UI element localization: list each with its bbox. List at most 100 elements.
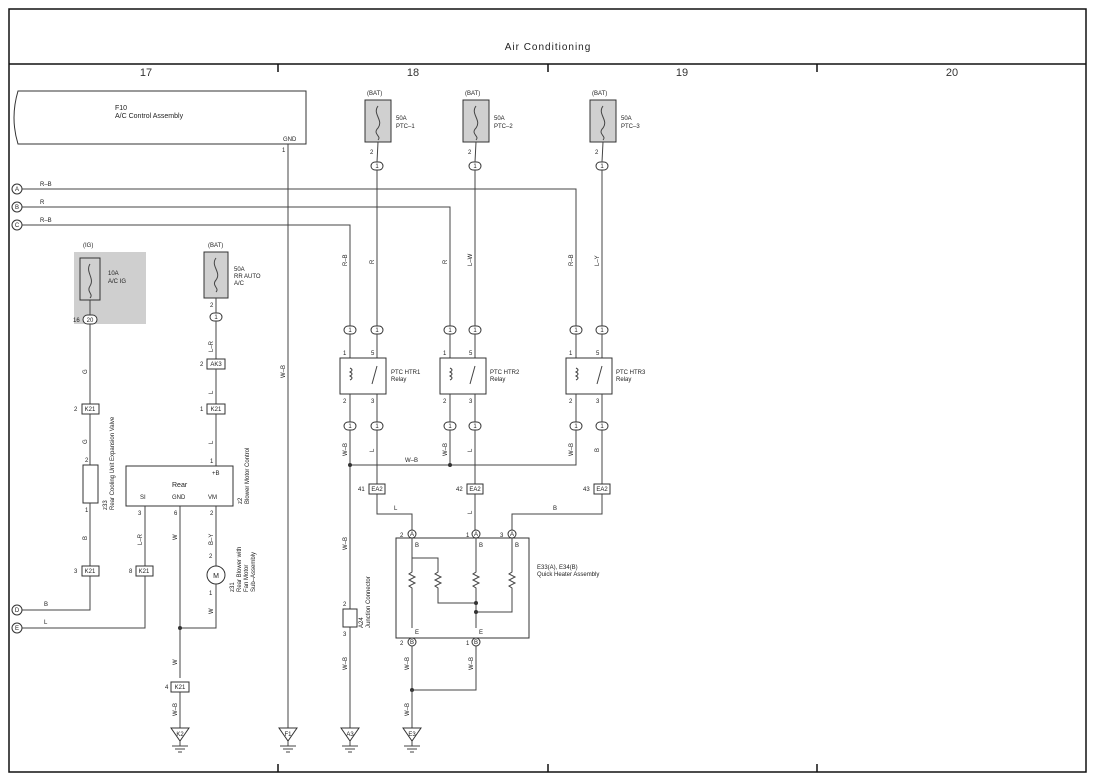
svg-text:Rear: Rear [172,482,188,489]
svg-text:C: C [15,223,20,229]
svg-text:Rear Blower with: Rear Blower with [237,547,243,592]
ground-e3: E3 [402,727,422,753]
svg-text:2: 2 [443,399,447,405]
svg-text:W: W [209,608,215,614]
svg-text:1: 1 [473,328,477,334]
svg-text:1: 1 [348,424,352,430]
svg-text:B: B [15,205,19,211]
svg-text:B: B [415,543,419,549]
svg-text:EA2: EA2 [371,487,383,493]
svg-text:A: A [410,532,414,538]
svg-text:1: 1 [473,424,477,430]
ground-k2: K2 [170,727,190,753]
svg-text:1: 1 [85,508,89,514]
svg-text:1: 1 [448,424,452,430]
svg-text:K21: K21 [211,407,222,413]
svg-text:z2: z2 [238,497,244,504]
expansion-valve: 2 1 z33 Rear Cooling Unit Expansion Valv… [82,416,116,514]
svg-text:L: L [468,448,474,452]
svg-text:K2: K2 [176,732,184,738]
svg-text:F10: F10 [115,105,127,112]
svg-text:R: R [443,259,449,264]
svg-text:3: 3 [74,569,78,575]
svg-text:D: D [15,608,20,614]
side-connector-e: E [11,622,23,634]
diagram-title: Air Conditioning [505,42,592,53]
svg-text:1: 1 [448,328,452,334]
svg-text:W–B: W–B [343,537,349,550]
svg-text:(BAT): (BAT) [465,91,480,97]
svg-text:EA2: EA2 [596,487,608,493]
svg-text:K21: K21 [85,569,96,575]
svg-text:B: B [83,536,89,540]
svg-text:8: 8 [129,569,133,575]
svg-text:20: 20 [87,318,94,324]
svg-text:VM: VM [208,495,217,501]
column-ticks [277,64,818,772]
ground-f1: F1 [278,727,298,753]
svg-text:E: E [479,630,483,636]
blower-motor: 2 M 1 z31 Rear Blower with Fan Motor Sub… [206,547,257,597]
svg-text:R–B: R–B [343,254,349,266]
side-connector-a: A [11,183,23,195]
svg-text:B: B [410,640,414,646]
svg-text:G: G [83,439,89,444]
svg-text:Fan Motor: Fan Motor [244,565,250,592]
svg-text:2: 2 [400,641,404,647]
svg-text:3: 3 [596,399,600,405]
fuse-ptc2: (BAT) 50A PTC–2 [462,91,513,143]
svg-text:2: 2 [595,150,599,156]
svg-text:K21: K21 [175,685,186,691]
svg-text:A/C IG: A/C IG [108,279,126,285]
svg-text:A/C: A/C [234,281,245,287]
svg-text:L: L [209,390,215,394]
svg-text:E3: E3 [408,732,416,738]
svg-text:1: 1 [466,641,470,647]
svg-text:W–B: W–B [469,657,475,670]
svg-text:Relay: Relay [616,377,631,383]
svg-text:EA2: EA2 [469,487,481,493]
svg-text:K21: K21 [85,407,96,413]
svg-text:Relay: Relay [391,377,406,383]
svg-text:Junction Connector: Junction Connector [366,576,372,628]
svg-text:F1: F1 [284,732,292,738]
svg-text:(IG): (IG) [83,243,93,249]
svg-text:RR AUTO: RR AUTO [234,274,261,280]
wire-wb-f1: W–B [281,365,287,378]
side-connector-c: C [11,219,23,231]
quick-heater-assembly: 2 A 1 A 3 A B B B E E 2 B 1 B E33(A), E3… [395,529,599,647]
svg-text:L–Y: L–Y [595,255,601,266]
svg-text:2: 2 [74,407,78,413]
svg-text:43: 43 [583,487,590,493]
svg-text:L: L [468,510,474,514]
svg-text:E: E [15,626,19,632]
svg-text:2: 2 [200,362,204,368]
svg-text:PTC–3: PTC–3 [621,124,640,130]
svg-text:SI: SI [140,495,146,501]
svg-text:3: 3 [343,632,347,638]
svg-text:W: W [173,534,179,540]
fuse-ptc3: (BAT) 50A PTC–3 [589,91,640,143]
svg-text:5: 5 [596,351,600,357]
svg-text:A: A [510,532,514,538]
svg-text:1: 1 [473,164,477,170]
svg-text:50A: 50A [621,116,632,122]
svg-text:B: B [515,543,519,549]
svg-text:A: A [474,532,478,538]
svg-text:W–B: W–B [405,458,418,464]
fuse-acig: (IG) 10A A/C IG 16 20 [73,243,146,325]
fuse-ptc1: (BAT) 50A PTC–1 [364,91,415,143]
svg-text:1: 1 [569,351,573,357]
svg-text:(BAT): (BAT) [208,243,223,249]
column-20: 20 [946,67,958,79]
svg-text:42: 42 [456,487,463,493]
svg-text:2: 2 [210,303,214,309]
svg-text:2: 2 [569,399,573,405]
svg-text:16: 16 [73,318,80,324]
svg-text:1: 1 [375,424,379,430]
svg-text:1: 1 [343,351,347,357]
svg-text:L: L [44,620,48,626]
svg-text:2: 2 [400,533,404,539]
svg-text:1: 1 [214,315,218,321]
